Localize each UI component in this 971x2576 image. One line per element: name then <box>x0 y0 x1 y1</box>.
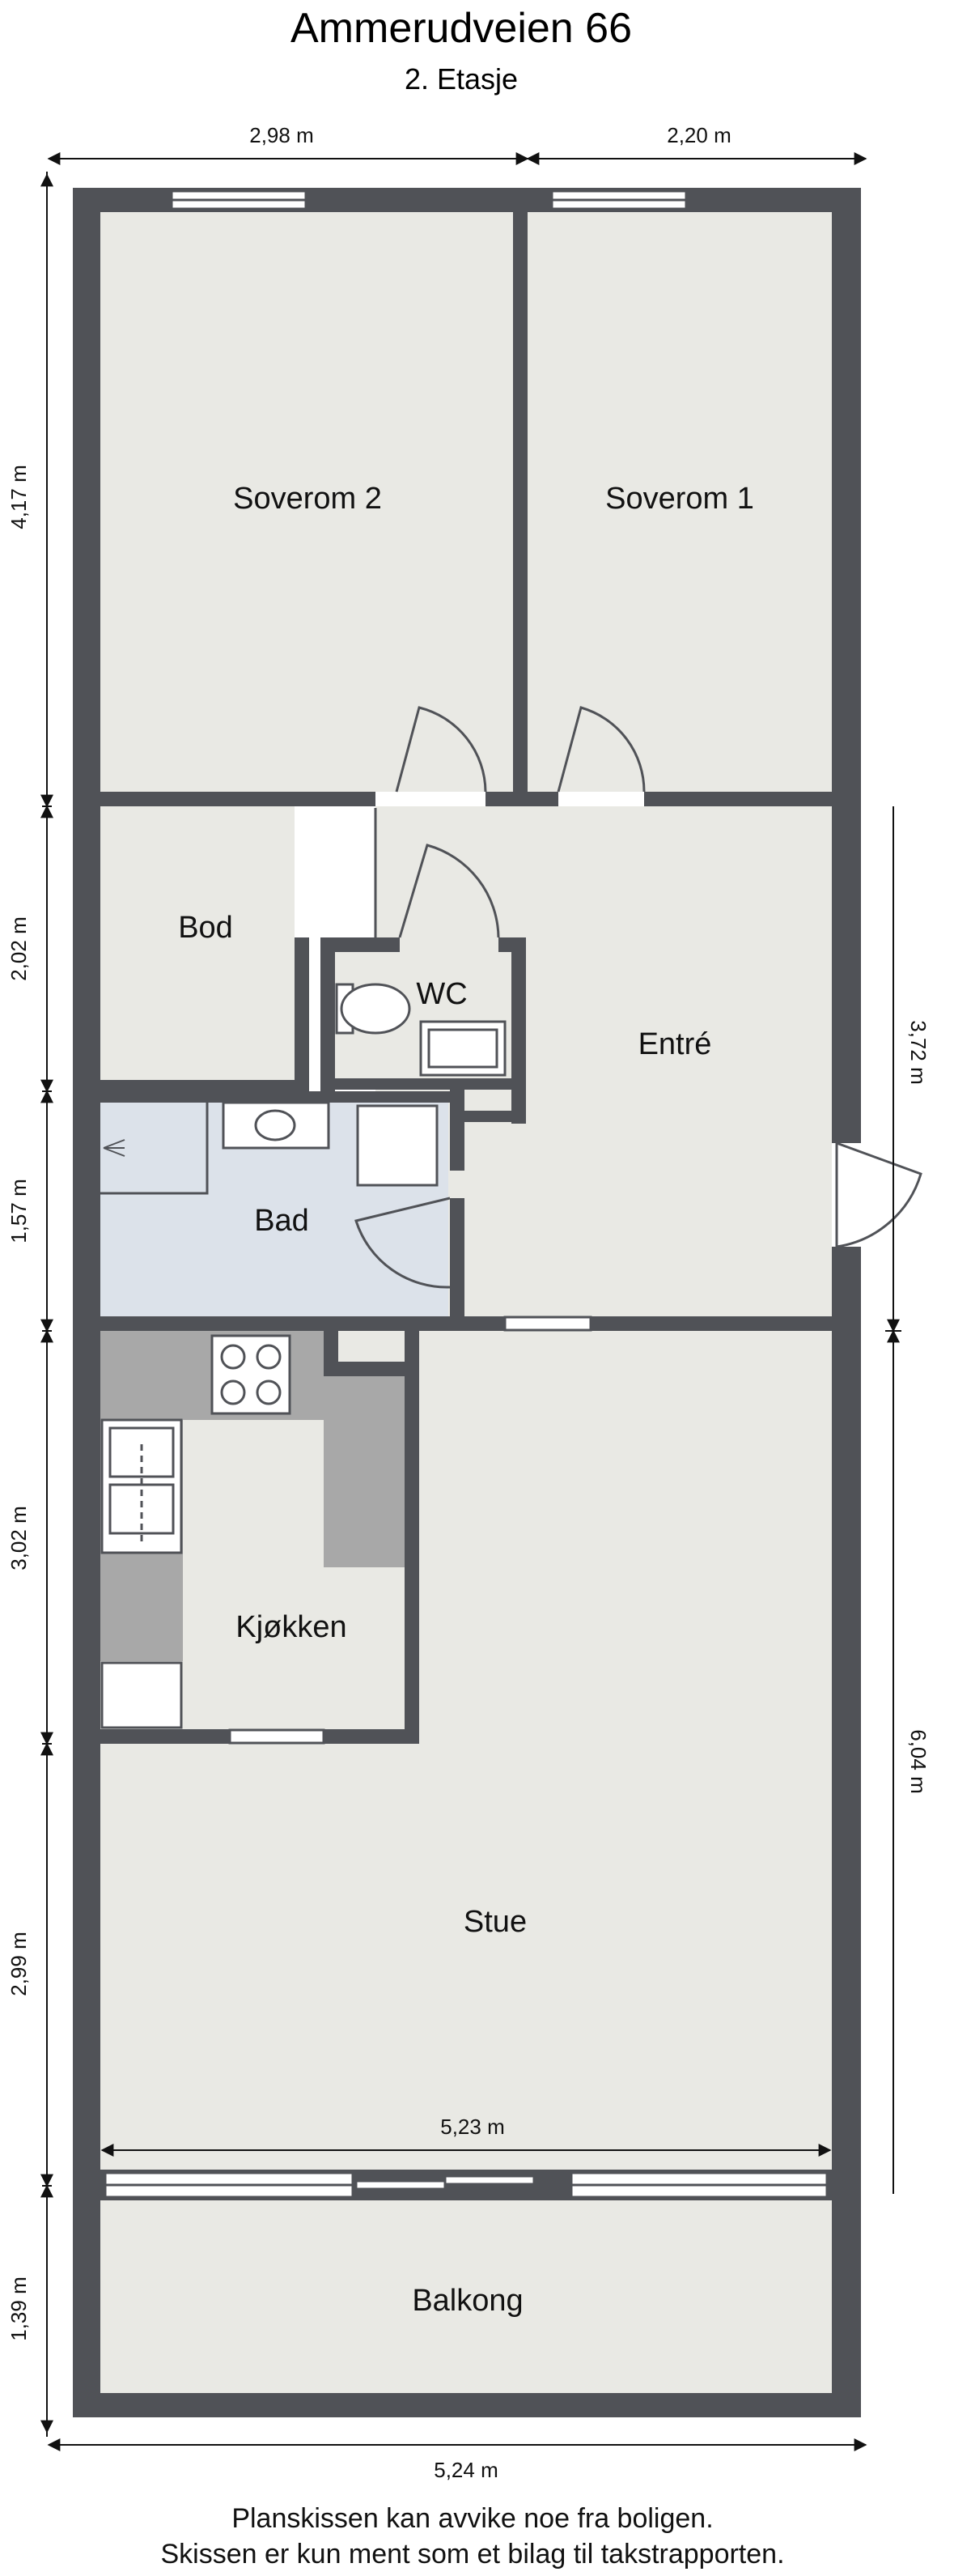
floor-label: 2. Etasje <box>405 62 518 96</box>
dim-left-5: 2,99 m <box>6 1932 31 1996</box>
dim-bottom: 5,24 m <box>434 2458 498 2482</box>
shower-area <box>100 1103 209 1195</box>
room-label-kjokken: Kjøkken <box>235 1610 346 1644</box>
door-kitchen <box>228 1728 325 1745</box>
floor-bod <box>100 806 295 1080</box>
dim-top-right: 2,20 m <box>667 123 731 147</box>
balcony-doors <box>104 2171 829 2199</box>
room-label-bad: Bad <box>254 1204 309 1238</box>
door-swings <box>354 706 922 1289</box>
plan-title: Ammerudveien 66 <box>290 5 632 52</box>
toilet-icon <box>340 983 411 1035</box>
footer-line-1: Planskissen kan avvike noe fra boligen. <box>231 2503 713 2534</box>
door-wc <box>398 844 500 938</box>
washer <box>356 1104 439 1187</box>
dim-right-1: 3,72 m <box>906 1020 931 1085</box>
room-floors <box>100 212 832 2393</box>
floor-balkong <box>100 2200 832 2393</box>
door-soverom1 <box>557 706 646 793</box>
room-label-soverom1: Soverom 1 <box>605 482 754 516</box>
dim-left-3: 1,57 m <box>6 1179 31 1243</box>
room-label-entre: Entré <box>638 1027 712 1061</box>
dim-left-2: 2,02 m <box>6 916 31 981</box>
bath-fixtures <box>100 983 507 1195</box>
dim-left-6: 1,39 m <box>6 2276 31 2341</box>
dimension-labels: 2,98 m 2,20 m 4,17 m 2,02 m 1,57 m 3,02 … <box>6 123 931 2482</box>
room-label-bod: Bod <box>178 911 233 945</box>
counter-right <box>324 1376 405 1567</box>
dim-left-1: 4,17 m <box>6 465 31 529</box>
dim-left-4: 3,02 m <box>6 1506 31 1571</box>
dim-right-2: 6,04 m <box>906 1729 931 1794</box>
dim-inner-width: 5,23 m <box>440 2115 505 2139</box>
floor-kitchen-stue <box>100 1331 832 2170</box>
door-soverom2 <box>395 706 487 793</box>
windows <box>170 189 688 1745</box>
kitchen-fixtures <box>100 1334 291 1729</box>
door-bad <box>354 1197 451 1289</box>
floor-soverom1 <box>528 212 832 792</box>
door-entrance <box>835 1141 922 1248</box>
floor-soverom2 <box>100 212 513 792</box>
room-label-balkong: Balkong <box>412 2284 523 2318</box>
dimension-lines <box>40 152 901 2451</box>
door-stue-entre <box>503 1316 592 1332</box>
room-label-stue: Stue <box>464 1905 527 1939</box>
room-label-soverom2: Soverom 2 <box>233 482 382 516</box>
room-labels: Soverom 2 Soverom 1 Bod WC Entré Bad Kjø… <box>178 482 754 2318</box>
fridge <box>100 1661 183 1729</box>
room-label-wc: WC <box>416 977 467 1011</box>
shower-icon <box>103 1139 125 1157</box>
footer-line-2: Skissen er kun ment som et bilag til tak… <box>160 2539 784 2570</box>
stove <box>210 1334 291 1415</box>
dim-top-left: 2,98 m <box>249 123 314 147</box>
